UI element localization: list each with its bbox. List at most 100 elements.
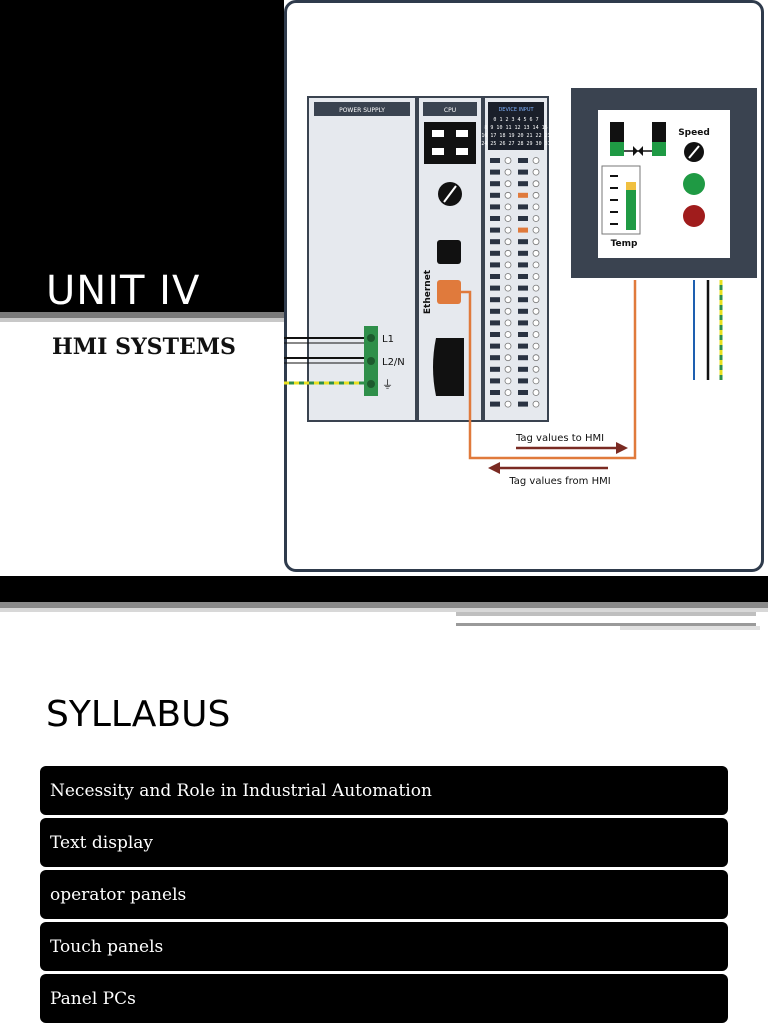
syllabus-item: Text display bbox=[40, 818, 728, 867]
cpu-switch-indicator bbox=[443, 185, 457, 203]
io-terminal-indicator bbox=[490, 274, 500, 279]
io-terminal-screw bbox=[504, 319, 512, 327]
io-terminal-screw bbox=[532, 307, 540, 315]
cpu-label: CPU bbox=[444, 107, 456, 114]
cpu-led bbox=[456, 130, 468, 137]
io-terminal-screw bbox=[532, 215, 540, 222]
io-terminal-indicator bbox=[518, 181, 528, 187]
io-terminal-indicator bbox=[490, 332, 500, 337]
valve-icon bbox=[633, 146, 643, 156]
io-terminal-indicator bbox=[518, 343, 528, 349]
ethernet-cable bbox=[460, 280, 637, 460]
title-divider bbox=[0, 312, 284, 318]
io-terminal-indicator bbox=[490, 390, 500, 395]
io-terminal-screw bbox=[504, 168, 512, 176]
arrow-to-hmi-head bbox=[616, 442, 628, 454]
cpu-led bbox=[432, 130, 444, 137]
io-terminal-indicator bbox=[518, 250, 528, 256]
io-terminal-screw bbox=[532, 284, 540, 292]
slide-divider-tail-light bbox=[620, 626, 760, 630]
io-terminal-indicator bbox=[518, 262, 528, 268]
syllabus-item: Panel PCs bbox=[40, 974, 728, 1023]
terminal-screw-l2 bbox=[367, 357, 375, 365]
unit-subtitle: HMI SYSTEMS bbox=[52, 334, 236, 360]
io-terminal-indicator bbox=[490, 227, 500, 233]
slide-divider-tail bbox=[456, 612, 756, 626]
io-numbers-row: 16 17 18 19 20 21 22 23 bbox=[481, 133, 550, 139]
io-terminal-screw bbox=[504, 400, 512, 408]
io-terminal-screw bbox=[504, 342, 512, 350]
terminal-l2-label: L2/N bbox=[382, 357, 405, 368]
rj45-port-icon bbox=[437, 240, 461, 264]
io-terminal-indicator bbox=[490, 401, 500, 407]
io-terminal-indicator bbox=[518, 366, 528, 372]
io-terminal-indicator bbox=[518, 285, 528, 291]
io-terminal-indicator bbox=[518, 332, 528, 337]
io-terminal-screw bbox=[504, 365, 512, 373]
io-terminal-screw bbox=[504, 226, 512, 234]
cpu-display bbox=[424, 122, 476, 164]
io-terminal-indicator bbox=[518, 158, 528, 163]
syllabus-title: SYLLABUS bbox=[46, 694, 231, 735]
io-terminal-screw bbox=[532, 249, 540, 257]
io-terminal-screw bbox=[532, 377, 540, 385]
io-terminal-screw bbox=[532, 331, 540, 338]
temp-bar-warning bbox=[626, 182, 636, 190]
io-terminal-indicator bbox=[518, 239, 528, 245]
io-terminal-screw bbox=[532, 238, 540, 246]
io-terminal-indicator bbox=[490, 308, 500, 314]
unit-title: UNIT IV bbox=[46, 268, 201, 314]
power-supply-label: POWER SUPPLY bbox=[339, 107, 385, 114]
slide-divider-light bbox=[0, 608, 768, 612]
arrow-from-hmi-head bbox=[488, 462, 500, 474]
io-terminal-screw bbox=[504, 180, 512, 188]
temp-bar-level bbox=[626, 190, 636, 230]
green-button-icon bbox=[683, 173, 705, 195]
speed-label: Speed bbox=[678, 128, 710, 138]
title-slide: UNIT IV HMI SYSTEMS POWER SUPPLY L1 L2/N… bbox=[0, 0, 768, 630]
speed-dial-needle bbox=[688, 145, 700, 159]
slide-divider-band bbox=[0, 576, 768, 602]
hmi-panel: Speed Temp bbox=[571, 88, 757, 278]
io-terminal-indicator bbox=[518, 378, 528, 384]
io-terminal-screw bbox=[532, 365, 540, 373]
tank-level-icon bbox=[652, 142, 666, 156]
terminal-l1-label: L1 bbox=[382, 334, 394, 345]
plc-rack: POWER SUPPLY L1 L2/N ⏚ CPU Ethernet bbox=[307, 96, 551, 422]
io-terminal-indicator bbox=[490, 216, 500, 221]
io-terminal-screw bbox=[532, 261, 540, 269]
io-terminal-indicator bbox=[490, 158, 500, 163]
power-supply-module bbox=[307, 96, 417, 422]
io-terminal-screw bbox=[504, 157, 512, 164]
title-divider-light bbox=[0, 318, 284, 322]
ground-symbol: ⏚ bbox=[382, 378, 393, 391]
io-terminal-screw bbox=[504, 273, 512, 280]
io-terminal-screw bbox=[532, 389, 540, 396]
io-terminal-indicator bbox=[490, 285, 500, 291]
arrow-from-hmi-label: Tag values from HMI bbox=[508, 476, 610, 487]
io-terminal-indicator bbox=[490, 192, 500, 198]
io-terminal-indicator bbox=[518, 308, 528, 314]
serial-port-icon bbox=[433, 338, 464, 396]
syllabus-item: Necessity and Role in Industrial Automat… bbox=[40, 766, 728, 815]
arrow-to-hmi-label: Tag values to HMI bbox=[515, 433, 604, 444]
temp-gauge-frame bbox=[601, 165, 641, 235]
io-terminal-screw bbox=[532, 319, 540, 327]
io-terminal-screw bbox=[504, 249, 512, 257]
tank-level-icon bbox=[610, 142, 624, 156]
io-terminal-screw bbox=[504, 296, 512, 304]
ethernet-label: Ethernet bbox=[423, 269, 433, 314]
cpu-led bbox=[432, 148, 444, 155]
io-terminal-screw bbox=[532, 180, 540, 188]
ethernet-port-icon bbox=[437, 280, 461, 304]
io-terminal-screw bbox=[504, 261, 512, 269]
io-numbers-row: 0 1 2 3 4 5 6 7 bbox=[493, 117, 538, 123]
terminal-screw-l1 bbox=[367, 334, 375, 342]
io-terminal-indicator bbox=[490, 239, 500, 245]
io-terminal-indicator bbox=[518, 192, 528, 198]
io-terminal-screw bbox=[532, 296, 540, 304]
red-button-icon bbox=[683, 205, 705, 227]
power-supply-header bbox=[314, 102, 410, 116]
io-terminal-screw bbox=[532, 203, 540, 211]
io-terminal-screw bbox=[504, 377, 512, 385]
